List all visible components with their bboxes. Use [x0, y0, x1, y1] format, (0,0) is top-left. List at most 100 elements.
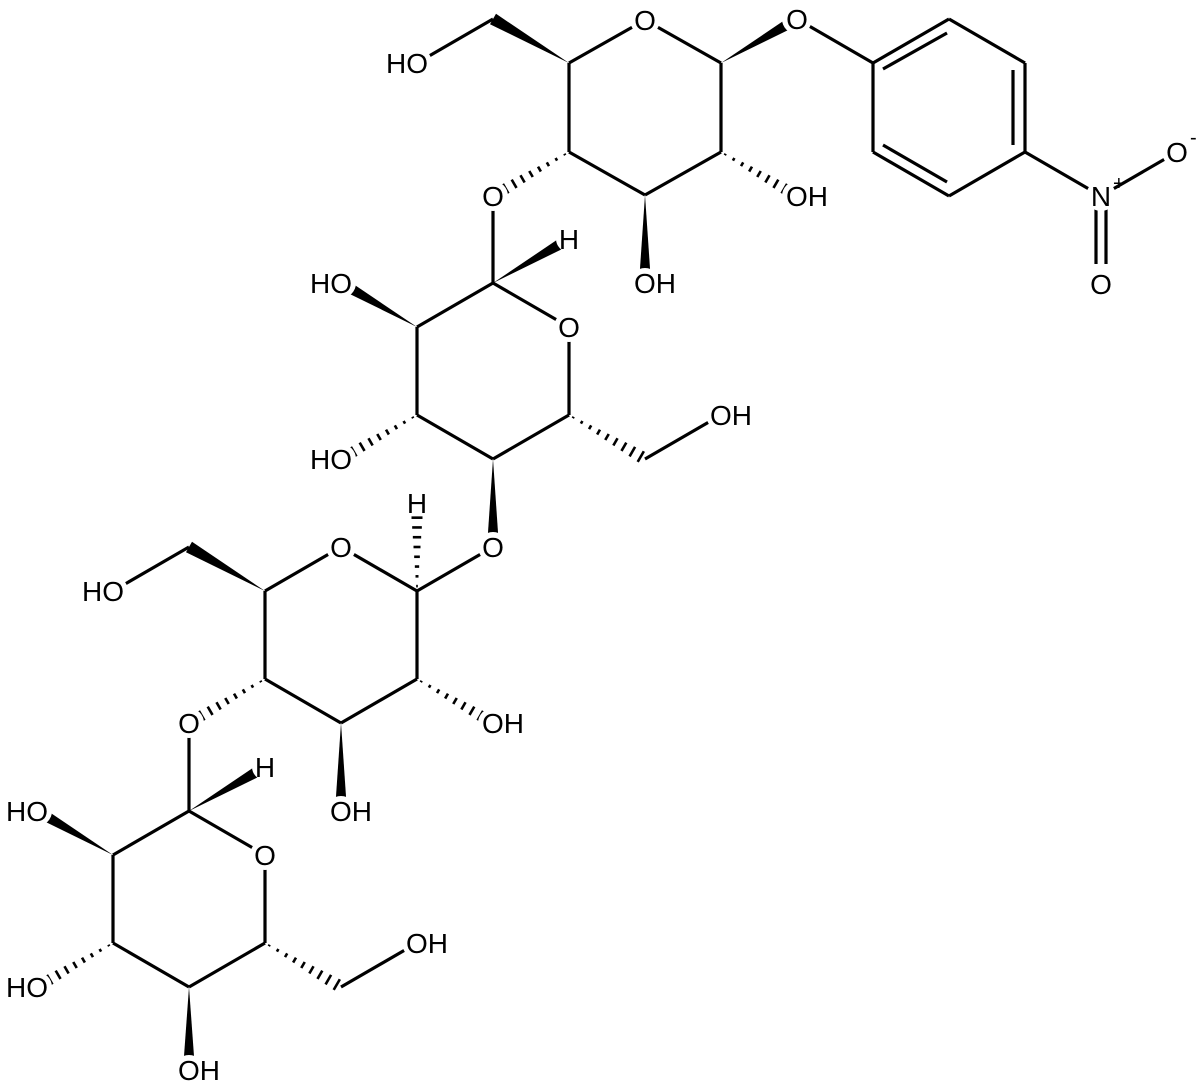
wedge-shape	[493, 233, 573, 283]
hash-line	[241, 688, 247, 694]
glycosidic-oxygen-label: O	[482, 532, 504, 563]
hash-line	[250, 684, 255, 689]
hash-line	[275, 948, 280, 953]
wedge-shape	[639, 195, 651, 283]
bond	[416, 413, 494, 461]
hydroxyl-label: HO	[6, 972, 48, 1003]
bond	[340, 677, 418, 725]
hash-line	[367, 437, 374, 447]
wedge-shape	[185, 541, 265, 591]
hash-line	[510, 178, 518, 189]
hash-line	[596, 429, 602, 436]
hash-line	[107, 944, 111, 947]
bond	[188, 941, 266, 989]
hydroxyl-label: OH	[634, 268, 676, 299]
hash-line	[528, 170, 534, 178]
hash-line	[384, 429, 390, 436]
hash-line	[756, 170, 762, 178]
hash-line	[292, 957, 298, 964]
hash-line	[563, 153, 567, 156]
wedge-bond	[185, 541, 265, 591]
hash-line	[224, 697, 230, 705]
wedge-bond	[335, 723, 347, 811]
hash-line	[206, 705, 214, 716]
wedge-shape	[721, 13, 801, 64]
hash-line	[283, 952, 289, 958]
hash-line	[723, 153, 727, 156]
hash-line	[419, 680, 423, 683]
label-masks	[22, 4, 1192, 1085]
hash-line	[358, 441, 366, 452]
bond	[492, 413, 570, 461]
hydrogen-label: H	[407, 488, 427, 519]
bond	[872, 17, 950, 65]
hydroxyl-label: HO	[386, 48, 428, 79]
hash-line	[545, 161, 551, 167]
hash-line	[63, 965, 70, 975]
hydroxyl-label: OH	[710, 400, 752, 431]
negative-charge: -	[1190, 127, 1197, 149]
hash-line	[536, 166, 542, 173]
wedge-shape	[33, 805, 113, 855]
hydrogen-label: H	[255, 752, 275, 783]
bond	[112, 941, 190, 989]
hydroxyl-label: OH	[178, 1055, 220, 1086]
hash-line	[587, 424, 593, 430]
wedge-shape	[189, 761, 269, 811]
hash-line	[554, 157, 559, 162]
hash-line	[89, 952, 95, 958]
wedge-shape	[489, 13, 569, 64]
hydroxyl-label: HO	[310, 444, 352, 475]
hash-line	[427, 684, 432, 689]
wedge-bond	[33, 805, 113, 855]
ring-oxygen-label: O	[254, 840, 276, 871]
hydrogen-label: H	[559, 224, 579, 255]
hash-line	[739, 161, 745, 167]
nitrogen-label: N	[1091, 181, 1111, 212]
hash-line	[604, 433, 610, 441]
bond	[644, 150, 722, 197]
oxo-oxygen-label: O	[1090, 269, 1112, 300]
hash-line	[636, 450, 645, 463]
bonds	[33, 13, 1178, 1070]
hash-line	[519, 174, 526, 184]
hash-bond	[410, 506, 424, 588]
hash-line	[571, 416, 575, 419]
wedge-bond	[639, 195, 651, 283]
atom-labels: HO O O OH OH O H HO HO O OH O H O HO O O…	[6, 4, 1197, 1086]
hydroxyl-label: OH	[406, 928, 448, 959]
hash-line	[54, 969, 62, 980]
wedge-bond	[721, 13, 801, 64]
wedge-bond	[183, 987, 195, 1070]
hash-line	[80, 957, 86, 964]
hash-line	[332, 978, 341, 991]
ring-oxygen-label: O	[330, 532, 352, 563]
hash-line	[259, 680, 263, 683]
hash-line	[316, 969, 324, 980]
glycosidic-oxygen-label: O	[178, 708, 200, 739]
hash-line	[308, 965, 315, 975]
hash-line	[764, 174, 771, 184]
hash-line	[772, 178, 780, 189]
hash-line	[393, 424, 399, 430]
hash-line	[411, 416, 415, 419]
wedge-bond	[487, 459, 499, 547]
hash-line	[620, 441, 628, 452]
hydroxyl-label: HO	[82, 576, 124, 607]
hash-line	[402, 420, 407, 425]
hash-line	[267, 944, 271, 947]
wedge-bond	[337, 277, 417, 327]
hash-bond	[571, 416, 645, 463]
bond	[882, 31, 948, 71]
bond	[872, 150, 950, 198]
glycosidic-oxygen-label: O	[482, 181, 504, 212]
hash-line	[376, 433, 382, 441]
hash-line	[460, 701, 467, 711]
hash-line	[628, 446, 637, 458]
bond	[112, 809, 190, 857]
wedge-bond	[493, 233, 573, 283]
hash-line	[232, 693, 238, 700]
hash-line	[98, 948, 103, 953]
hash-line	[612, 437, 619, 447]
positive-charge: +	[1113, 173, 1125, 195]
